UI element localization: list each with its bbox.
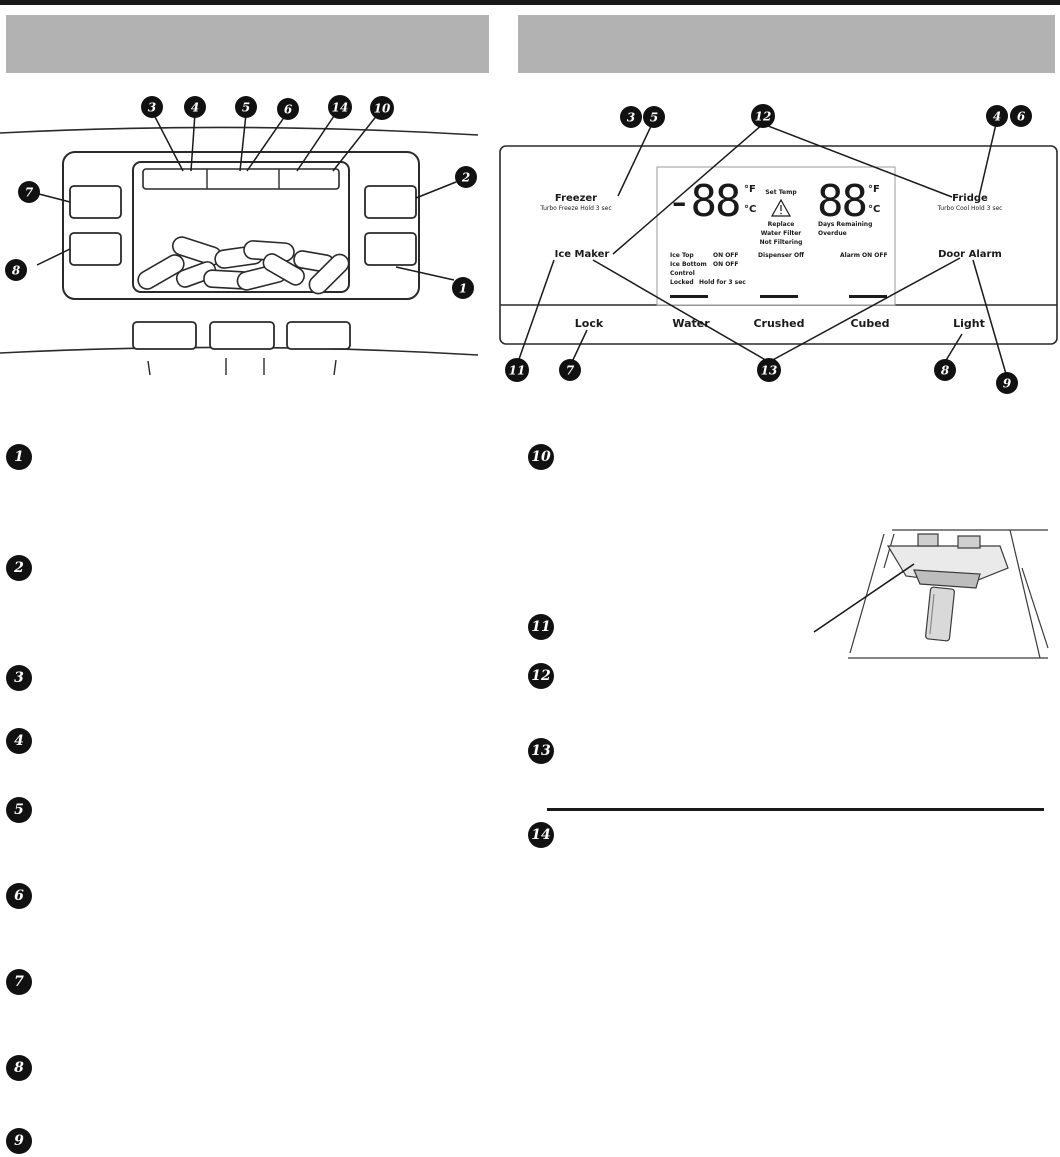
svg-text:Days Remaining: Days Remaining xyxy=(818,221,872,228)
right-figure-badges: 3 5 12 4 6 11 7 13 8 9 xyxy=(505,104,1032,394)
svg-text:13: 13 xyxy=(761,364,778,378)
item-badge-12: 12 xyxy=(528,663,554,689)
svg-text:4: 4 xyxy=(993,110,1001,124)
svg-text:1: 1 xyxy=(459,282,467,296)
svg-text:Locked: Locked xyxy=(670,279,694,286)
item-badge-4: 4 xyxy=(6,728,32,754)
control-panel-figure: Freezer Turbo Freeze Hold 3 sec Ice Make… xyxy=(499,104,1058,394)
item-badge-10: 10 xyxy=(528,444,554,470)
svg-text:ON OFF: ON OFF xyxy=(713,261,739,268)
item-badge-1: 1 xyxy=(6,444,32,470)
item-badge-5: 5 xyxy=(6,797,32,823)
svg-text:°F: °F xyxy=(868,184,880,195)
item-badge-2: 2 xyxy=(6,555,32,581)
fridge-temp-digits: 88 xyxy=(817,176,866,227)
svg-text:11: 11 xyxy=(509,364,526,378)
light-button: Light xyxy=(953,317,985,330)
svg-text:5: 5 xyxy=(242,101,250,115)
ice-maker-label: Ice Maker xyxy=(555,249,610,260)
svg-text:Set Temp: Set Temp xyxy=(765,189,797,196)
left-figure-badges: 3 4 5 6 14 10 7 8 2 1 xyxy=(5,95,477,299)
svg-text:Alarm ON OFF: Alarm ON OFF xyxy=(840,252,888,259)
svg-text:7: 7 xyxy=(25,186,34,200)
svg-text:12: 12 xyxy=(755,110,772,124)
svg-text:Control: Control xyxy=(670,270,695,277)
svg-text:Overdue: Overdue xyxy=(818,230,847,237)
svg-text:Water Filter: Water Filter xyxy=(761,230,802,237)
freezer-sublabel: Turbo Freeze Hold 3 sec xyxy=(539,205,611,212)
svg-text:10: 10 xyxy=(374,102,391,116)
svg-text:Hold for 3 sec: Hold for 3 sec xyxy=(699,279,746,286)
item-badge-6: 6 xyxy=(6,883,32,909)
svg-text:Ice Top: Ice Top xyxy=(670,252,694,259)
svg-text:8: 8 xyxy=(941,364,950,378)
door-alarm-label: Door Alarm xyxy=(938,249,1002,260)
water-button: Water xyxy=(672,317,710,330)
item-badge-7: 7 xyxy=(6,969,32,995)
lock-button: Lock xyxy=(575,317,604,330)
item-badge-8: 8 xyxy=(6,1055,32,1081)
freezer-temp-digits: -88 xyxy=(666,176,739,227)
svg-text:ON OFF: ON OFF xyxy=(713,252,739,259)
item-badge-11: 11 xyxy=(528,614,554,640)
svg-text:2: 2 xyxy=(461,171,470,185)
section-divider xyxy=(547,808,1044,811)
svg-text:14: 14 xyxy=(332,101,349,115)
fridge-label: Fridge xyxy=(952,193,988,204)
svg-text:Ice Bottom: Ice Bottom xyxy=(670,261,707,268)
svg-text:6: 6 xyxy=(284,103,293,117)
svg-text:9: 9 xyxy=(1003,377,1012,391)
crushed-button: Crushed xyxy=(753,317,804,330)
svg-text:3: 3 xyxy=(627,111,635,125)
svg-text:8: 8 xyxy=(12,264,21,278)
top-rule xyxy=(0,0,1060,5)
svg-text:Dispenser Off: Dispenser Off xyxy=(758,252,804,259)
item-badge-3: 3 xyxy=(6,665,32,691)
svg-text:°C: °C xyxy=(868,204,880,215)
warning-icon xyxy=(770,198,792,217)
svg-text:3: 3 xyxy=(148,101,156,115)
svg-text:6: 6 xyxy=(1017,110,1026,124)
left-panel-header xyxy=(6,15,489,73)
water-filter-illustration xyxy=(813,529,1049,659)
svg-text:°F: °F xyxy=(744,184,756,195)
freezer-label: Freezer xyxy=(555,193,597,204)
svg-text:7: 7 xyxy=(566,364,575,378)
svg-text:Not Filtering: Not Filtering xyxy=(760,239,803,246)
item-badge-14: 14 xyxy=(528,822,554,848)
svg-text:Replace: Replace xyxy=(768,221,795,228)
dispenser-panel-figure: 3 4 5 6 14 10 7 8 2 1 xyxy=(0,95,479,376)
ice-cubes xyxy=(137,236,350,295)
fridge-sublabel: Turbo Cool Hold 3 sec xyxy=(937,205,1003,212)
right-panel-header xyxy=(518,15,1055,73)
svg-text:°C: °C xyxy=(744,204,756,215)
item-badge-13: 13 xyxy=(528,738,554,764)
svg-text:4: 4 xyxy=(191,101,199,115)
item-badge-9: 9 xyxy=(6,1128,32,1154)
cubed-button: Cubed xyxy=(850,317,889,330)
svg-text:5: 5 xyxy=(650,111,658,125)
